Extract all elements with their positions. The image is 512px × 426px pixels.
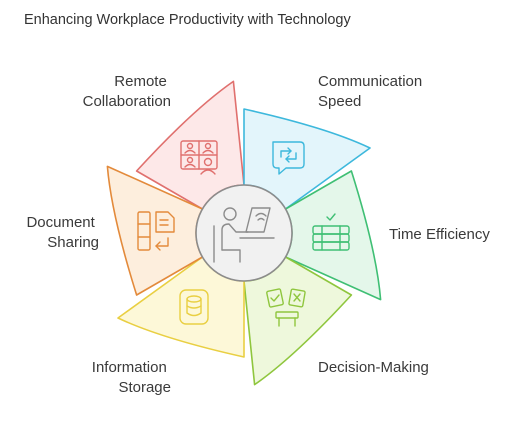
label-time-efficiency: Time Efficiency [389, 226, 490, 243]
database-check-icon [312, 213, 350, 251]
label-information-storage-line-1: Information [92, 359, 167, 376]
label-communication-speed-line-2: Speed [318, 93, 361, 110]
chat-sync-icon [272, 141, 305, 175]
storage-icon [179, 289, 209, 325]
diagram-title: Enhancing Workplace Productivity with Te… [24, 12, 351, 28]
label-document-sharing-line-1: Document [26, 214, 95, 231]
person-at-laptop-icon [213, 207, 275, 263]
label-decision-making: Decision-Making [318, 359, 429, 376]
label-remote-collaboration-line-2: Collaboration [83, 93, 171, 110]
label-document-sharing: Document Sharing [26, 214, 99, 251]
label-remote-collaboration: Remote Collaboration [83, 73, 171, 110]
label-remote-collaboration-line-1: Remote [114, 73, 167, 90]
video-call-icon [180, 140, 218, 175]
label-information-storage-line-2: Storage [118, 379, 171, 396]
document-transfer-icon [137, 211, 175, 251]
label-time-efficiency-line-1: Time Efficiency [389, 226, 490, 243]
decision-cards-icon [266, 288, 306, 327]
label-information-storage: Information Storage [92, 359, 171, 396]
label-communication-speed-line-1: Communication [318, 73, 422, 90]
label-decision-making-line-1: Decision-Making [318, 359, 429, 376]
center-hub [195, 184, 293, 282]
label-document-sharing-line-2: Sharing [47, 234, 99, 251]
label-communication-speed: Communication Speed [318, 73, 426, 110]
